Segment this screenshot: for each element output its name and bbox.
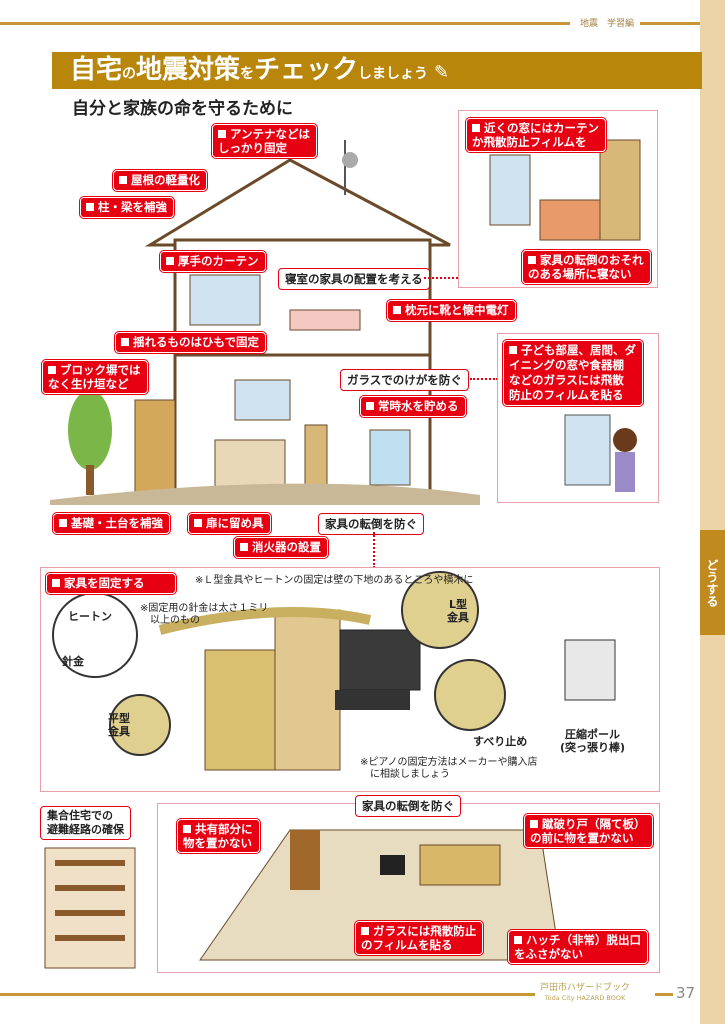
label-hatch: ハッチ（非常）脱出口 をふさがない	[508, 930, 648, 964]
title-text: を	[240, 66, 255, 82]
label-apartment-furniture: 家具の転倒を防ぐ	[355, 795, 461, 817]
label-curtain: 厚手のカーテン	[160, 251, 266, 272]
subtitle: 自分と家族の命を守るために	[72, 99, 293, 119]
title-text: 地震対策	[136, 55, 241, 85]
page-title: 自宅の地震対策をチェックしましょう ✎	[52, 52, 702, 89]
page-number: 37	[676, 984, 696, 1002]
label-partition: 蹴破り戸（隔て板） の前に物を置かない	[524, 814, 653, 848]
note-piano: ※ピアノの固定方法はメーカーや購入店 に相談しましょう	[360, 757, 538, 780]
label-hanging: 揺れるものはひもで固定	[115, 332, 267, 353]
label-apartment-glass: ガラスには飛散防止 のフィルムを貼る	[355, 921, 484, 955]
fix-section-title: 家具を固定する	[46, 573, 176, 594]
header-rule	[0, 22, 570, 25]
fix-furniture-section	[40, 567, 660, 792]
l-bracket-label: L型 金具	[447, 598, 469, 624]
label-foundation: 基礎・土台を補強	[53, 513, 170, 534]
label-antenna: アンテナなどは しっかり固定	[212, 124, 318, 158]
label-window-film: 近くの窓にはカーテン か飛散防止フィルムを	[466, 118, 606, 152]
dotted-connector	[470, 378, 498, 380]
footer-rule	[0, 993, 535, 996]
flat-bracket-label: 平型 金具	[108, 712, 130, 738]
pole-label: 圧縮ポール (突っ張り棒)	[560, 728, 626, 754]
label-sleep: 家具の転倒のおそれ のある場所に寝ない	[522, 250, 651, 284]
dotted-connector	[424, 277, 458, 279]
label-block: ブロック塀では なく生け垣など	[42, 360, 148, 394]
label-furniture: 家具の転倒を防ぐ	[318, 513, 424, 535]
bedroom-panel	[458, 110, 658, 288]
label-glass: ガラスでのけがを防ぐ	[340, 369, 469, 391]
header-rule-right	[640, 22, 700, 25]
wire-label: 針金	[62, 655, 84, 668]
title-text: 自宅	[70, 55, 123, 85]
side-strip	[700, 0, 725, 1024]
label-glass-film: 子ども部屋、居間、ダ イニングの窓や食器棚 などのガラスには飛散 防止のフィルム…	[503, 340, 643, 406]
heaton-label: ヒートン	[68, 610, 112, 623]
label-extinguisher: 消火器の設置	[234, 537, 328, 558]
title-text: しましょう	[358, 66, 429, 82]
anti-slip-label: すべり止め	[473, 735, 528, 748]
footer-book-jp: 戸田市ハザードブック	[540, 983, 631, 993]
label-pillar: 柱・梁を補強	[80, 197, 174, 218]
footer-book-en: Toda City HAZARD BOOK	[544, 994, 626, 1002]
label-water: 常時水を貯める	[360, 396, 466, 417]
label-evac: 集合住宅での 避難経路の確保	[40, 806, 131, 840]
note-wire: ※固定用の針金は太さ１ミリ 以上のもの	[140, 603, 269, 626]
title-text: の	[122, 66, 137, 82]
glass-panel	[497, 333, 659, 503]
side-tab[interactable]: どうする	[700, 530, 725, 635]
label-door: 扉に留め具	[188, 513, 271, 534]
label-roof: 屋根の軽量化	[113, 170, 207, 191]
footer-rule-mid	[655, 993, 673, 996]
note-top: ※Ｌ型金具やヒートンの固定は壁の下地のあるところや横木に	[195, 575, 474, 586]
label-bedroom: 寝室の家具の配置を考える	[278, 268, 430, 290]
dotted-connector	[373, 532, 375, 568]
footer-book: 戸田市ハザードブック Toda City HAZARD BOOK	[540, 983, 630, 1003]
pencil-icon: ✎	[434, 62, 450, 83]
header-section: 地震 学習編	[580, 19, 635, 29]
label-common: 共有部分に 物を置かない	[177, 819, 260, 853]
label-pillow: 枕元に靴と懐中電灯	[387, 300, 516, 321]
side-tab-label: どうする	[705, 558, 719, 607]
title-text: チェック	[254, 55, 359, 85]
